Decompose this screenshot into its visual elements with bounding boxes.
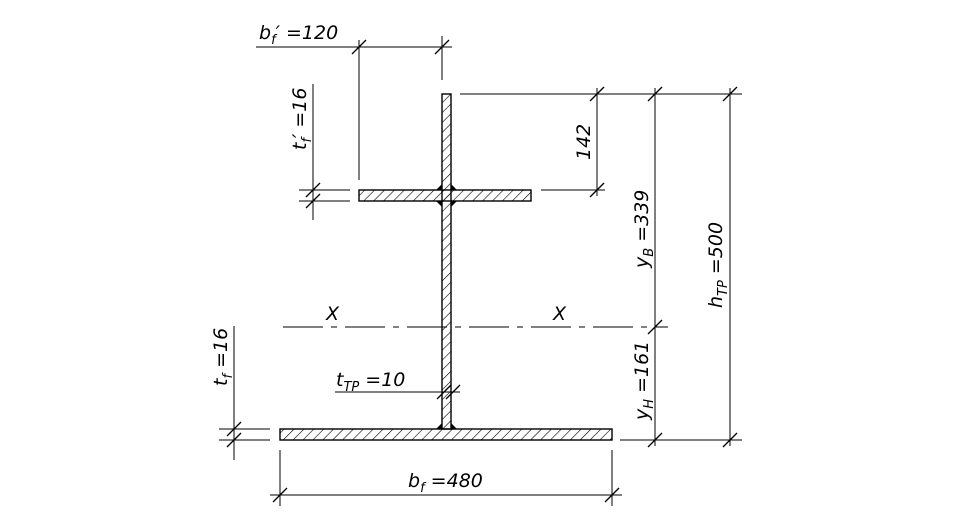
weld-marks	[436, 184, 457, 429]
label-htr: hТР =500	[705, 222, 731, 308]
dim-yn	[620, 432, 742, 448]
axis-label-left: X	[325, 303, 340, 325]
label-ttr: tТР =10	[336, 369, 405, 395]
dim-bottom-flange-width	[270, 450, 622, 506]
axis-label-right: X	[552, 303, 567, 325]
label-tf-bottom: tf =16	[210, 328, 236, 386]
label-bf-bottom: bf =480	[408, 470, 483, 496]
label-yn: yН =161	[631, 341, 657, 421]
top-flange-plate	[358, 189, 532, 202]
dim-top-flange-width	[256, 36, 452, 180]
dim-htr	[722, 86, 738, 448]
dim-top-flange-thickness	[299, 84, 350, 220]
label-yb: yВ =339	[631, 190, 657, 269]
bottom-flange-plate	[279, 428, 613, 441]
dim-142	[460, 86, 742, 198]
dim-bottom-flange-thickness	[219, 326, 270, 460]
dim-web-thickness	[335, 384, 461, 400]
label-142: 142	[573, 124, 595, 160]
web-plate	[441, 93, 452, 430]
label-tf-top: tf′ =16	[289, 88, 315, 150]
dim-yb	[647, 86, 663, 446]
label-bf-top: bf′ =120	[259, 22, 338, 48]
